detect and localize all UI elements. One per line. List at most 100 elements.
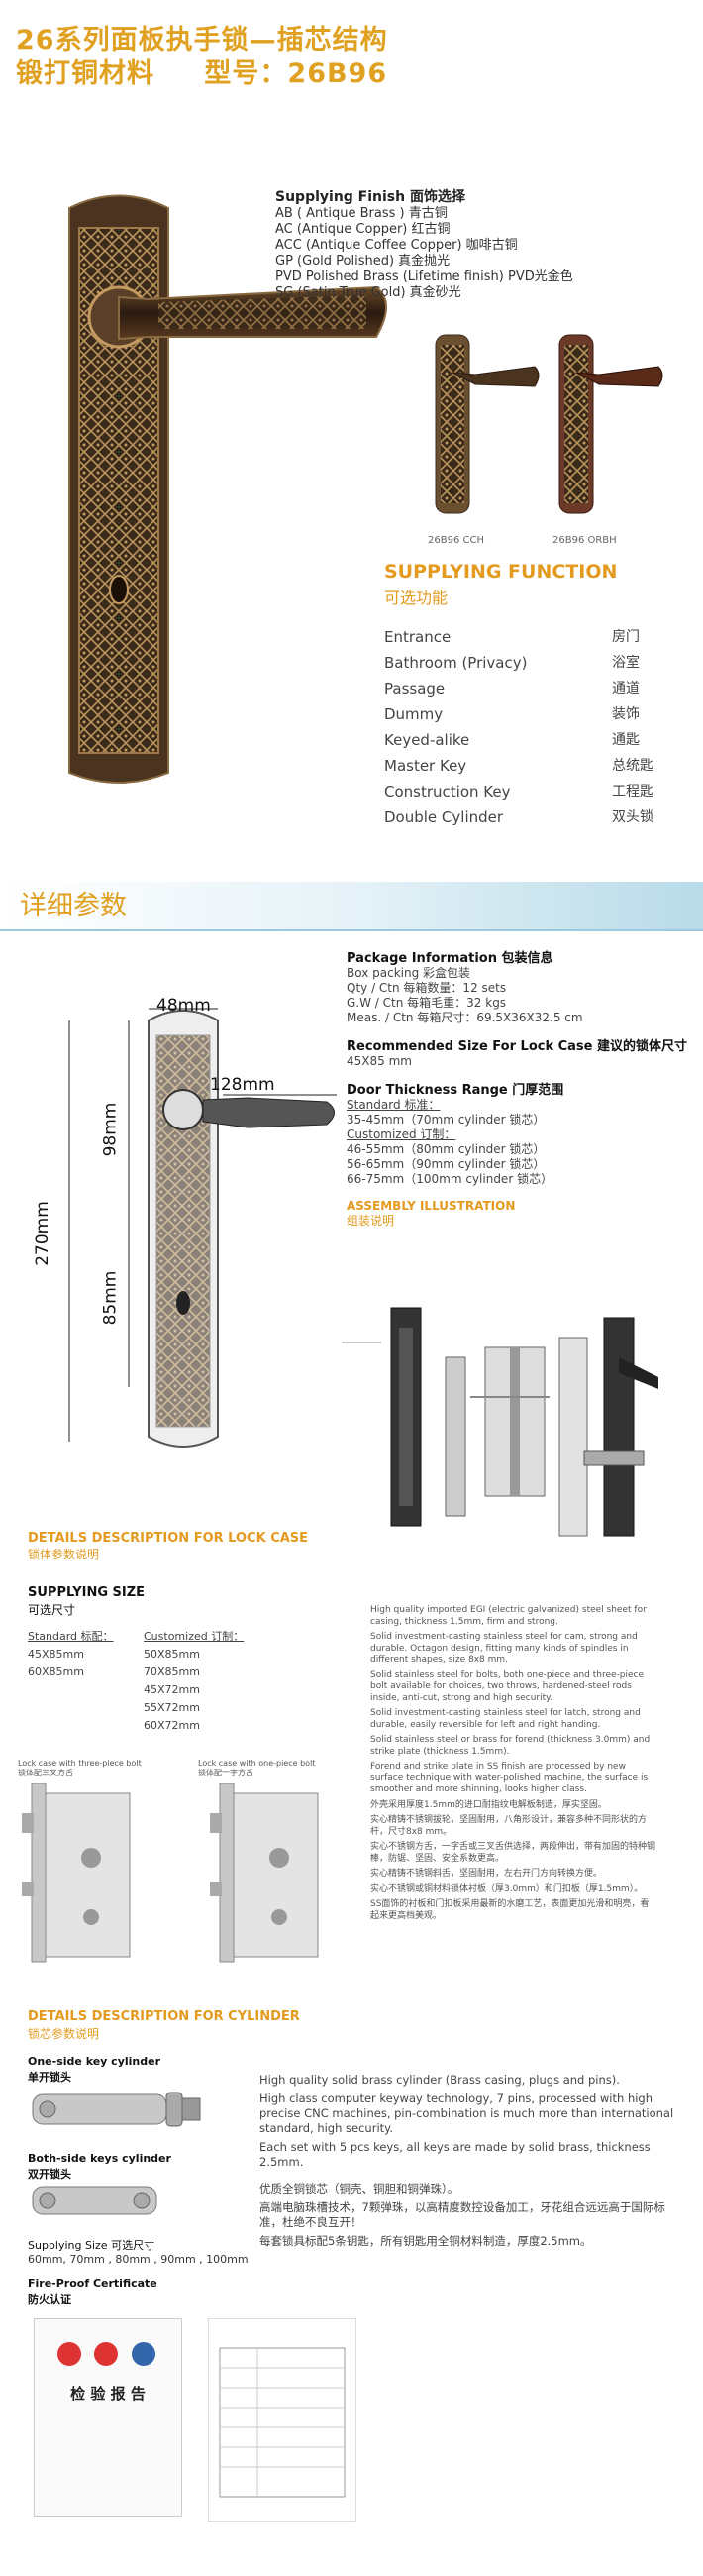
function-row: Construction Key 工程匙 — [384, 779, 671, 805]
dimension-width: 48mm — [156, 996, 211, 1016]
custom-sizes: Customized 订制： 50X85mm 70X85mm 45X72mm 5… — [144, 1628, 244, 1735]
cylinder-sizes: 60mm, 70mm , 80mm , 90mm , 100mm — [28, 2253, 249, 2266]
finish-item: PVD Polished Brass (Lifetime finish) PVD… — [275, 269, 573, 284]
page-title: 26系列面板执手锁—插芯结构 — [16, 25, 388, 55]
one-side-label-zh: 单开锁头 — [28, 2071, 71, 2084]
function-heading-zh: 可选功能 — [384, 589, 449, 607]
function-row: Entrance 房门 — [384, 624, 671, 650]
note-item: Forend and strike plate in SS finish are… — [370, 1762, 649, 1794]
function-en: Dummy — [384, 705, 444, 723]
size-heading: SUPPLYING SIZE — [28, 1585, 146, 1600]
note-item: 实心精铸不锈钢拔轮，坚固耐用，八角形设计，兼容多种不同形状的方杆，尺寸8x8 m… — [370, 1815, 648, 1837]
note-item: 高端电脑珠槽技术，7颗弹珠，以高精度数控设备加工，牙花组合远远高于国际标准，杜绝… — [259, 2200, 665, 2229]
package-line: G.W / Ctn 每箱毛重：32 kgs — [347, 996, 507, 1010]
function-zh: 装饰 — [612, 706, 640, 722]
custom-size: 60X72mm — [144, 1719, 200, 1732]
function-en: Construction Key — [384, 783, 511, 801]
note-item: 实心不锈钢方舌，一字舌或三叉舌供选择，两段伸出，带有加固的特种钢棒，防锯、坚固、… — [370, 1842, 656, 1864]
note-item: Solid investment-casting stainless steel… — [370, 1708, 641, 1730]
dimension-bottom: 85mm — [100, 1270, 121, 1326]
assembly-illustration — [342, 1307, 658, 1537]
custom-size: 70X85mm — [144, 1665, 200, 1678]
function-en: Entrance — [384, 628, 452, 646]
lockcase-caption: Lock case with three-piece bolt 锁体配三叉方舌 — [18, 1759, 142, 1777]
dimension-drawing — [68, 1008, 337, 1448]
function-row: Bathroom (Privacy) 浴室 — [384, 650, 671, 676]
custom-size-label: Customized 订制： — [144, 1630, 245, 1643]
door-heading: Door Thickness Range 门厚范围 — [347, 1083, 564, 1098]
dimension-handle: 128mm — [210, 1075, 275, 1095]
custom-line: 56-65mm（90mm cylinder 锁芯） — [347, 1157, 546, 1171]
assembly-heading-zh: 组装说明 — [347, 1214, 395, 1228]
thumb-orbh-image — [558, 334, 663, 514]
material-label: 锻打铜材料 — [16, 58, 154, 89]
standard-size: 60X85mm — [28, 1665, 84, 1678]
certificate-cover: 检 验 报 告 — [34, 2318, 182, 2517]
custom-size: 45X72mm — [144, 1683, 200, 1696]
thumb-label: 26B96 ORBH — [552, 535, 617, 546]
function-en: Keyed-alike — [384, 731, 470, 749]
note-item: 实心精铸不锈钢斜舌，坚固耐用，左右开门方向转换方便。 — [370, 1869, 603, 1878]
lockcase-caption: Lock case with one-piece bolt 锁体配一字方舌 — [198, 1759, 316, 1777]
custom-line: 46-55mm（80mm cylinder 锁芯） — [347, 1142, 546, 1156]
function-zh: 双头锁 — [612, 809, 653, 825]
assembly-heading: ASSEMBLY ILLUSTRATION — [347, 1199, 516, 1213]
certificate-heading: Fire-Proof Certificate — [28, 2277, 157, 2290]
custom-line: 66-75mm（100mm cylinder 锁芯） — [347, 1172, 553, 1186]
certificate-page — [208, 2318, 356, 2522]
model-label: 型号：26B96 — [204, 58, 388, 89]
custom-label: Customized 订制： — [347, 1127, 456, 1141]
note-item: Each set with 5 pcs keys, all keys are m… — [259, 2140, 651, 2169]
package-line: Meas. / Ctn 每箱尺寸：69.5X36X32.5 cm — [347, 1011, 583, 1024]
lockcase-heading: DETAILS DESCRIPTION FOR LOCK CASE — [28, 1531, 309, 1546]
function-en: Bathroom (Privacy) — [384, 654, 528, 672]
note-item: 优质全铜锁芯（铜壳、铜胆和铜弹珠）。 — [259, 2182, 459, 2196]
lockcase-heading-zh: 锁体参数说明 — [28, 1548, 100, 1561]
finish-item: ACC (Antique Coffee Copper) 咖啡古铜 — [275, 238, 518, 253]
note-item: Solid stainless steel for bolts, both on… — [370, 1669, 645, 1703]
note-item: Solid investment-casting stainless steel… — [370, 1632, 638, 1664]
both-side-cylinder-image — [32, 2186, 157, 2215]
cylinder-notes: High quality solid brass cylinder (Brass… — [259, 2073, 675, 2253]
note-item: High quality solid brass cylinder (Brass… — [259, 2073, 620, 2087]
thumb-label: 26B96 CCH — [428, 535, 484, 546]
note-item: High quality imported EGI (electric galv… — [370, 1605, 647, 1627]
finish-item: SG (Satin True Gold) 真金砂光 — [275, 285, 461, 300]
note-item: 外壳采用厚度1.5mm的进口耐指纹电解板制造，厚实坚固。 — [370, 1799, 607, 1810]
cylinder-heading-zh: 锁芯参数说明 — [28, 2027, 100, 2041]
function-zh: 通匙 — [612, 732, 640, 748]
function-row: Double Cylinder 双头锁 — [384, 805, 671, 830]
function-zh: 总统匙 — [612, 758, 653, 774]
finish-heading: Supplying Finish 面饰选择 — [275, 189, 465, 205]
certificate-heading-zh: 防火认证 — [28, 2293, 71, 2306]
package-line: Qty / Ctn 每箱数量：12 sets — [347, 981, 507, 995]
function-zh: 房门 — [612, 629, 640, 645]
finish-list: AB ( Antique Brass ) 青古铜 AC (Antique Cop… — [275, 206, 573, 301]
note-item: SS面饰的衬板和门扣板采用最新的水磨工艺，表面更加光滑和明亮，看起来更高档美观。 — [370, 1899, 650, 1921]
standard-sizes: Standard 标配： 45X85mm 60X85mm — [28, 1628, 114, 1681]
size-heading-zh: 可选尺寸 — [28, 1603, 76, 1617]
cylinder-heading: DETAILS DESCRIPTION FOR CYLINDER — [28, 2009, 300, 2024]
one-side-label: One-side key cylinder — [28, 2055, 160, 2068]
function-row: Dummy 装饰 — [384, 701, 671, 727]
function-en: Double Cylinder — [384, 808, 504, 826]
function-row: Keyed-alike 通匙 — [384, 727, 671, 753]
lockcase-notes: High quality imported EGI (electric galv… — [370, 1605, 657, 1926]
finish-item: AB ( Antique Brass ) 青古铜 — [275, 206, 448, 221]
function-zh: 工程匙 — [612, 784, 653, 800]
function-zh: 浴室 — [612, 655, 640, 671]
thumb-cch-image — [435, 334, 540, 514]
dimension-top: 98mm — [100, 1102, 121, 1157]
cylinder-size-label: Supplying Size 可选尺寸 — [28, 2239, 155, 2252]
function-en: Passage — [384, 680, 446, 698]
standard-size: 45X85mm — [28, 1648, 84, 1661]
function-heading: SUPPLYING FUNCTION — [384, 561, 618, 583]
both-side-label: Both-side keys cylinder — [28, 2152, 171, 2165]
finish-item: GP (Gold Polished) 真金抛光 — [275, 254, 451, 268]
dimension-total: 270mm — [32, 1201, 52, 1266]
note-item: High class computer keyway technology, 7… — [259, 2092, 674, 2135]
package-info: Package Information 包装信息 Box packing 彩盒包… — [347, 951, 693, 1229]
